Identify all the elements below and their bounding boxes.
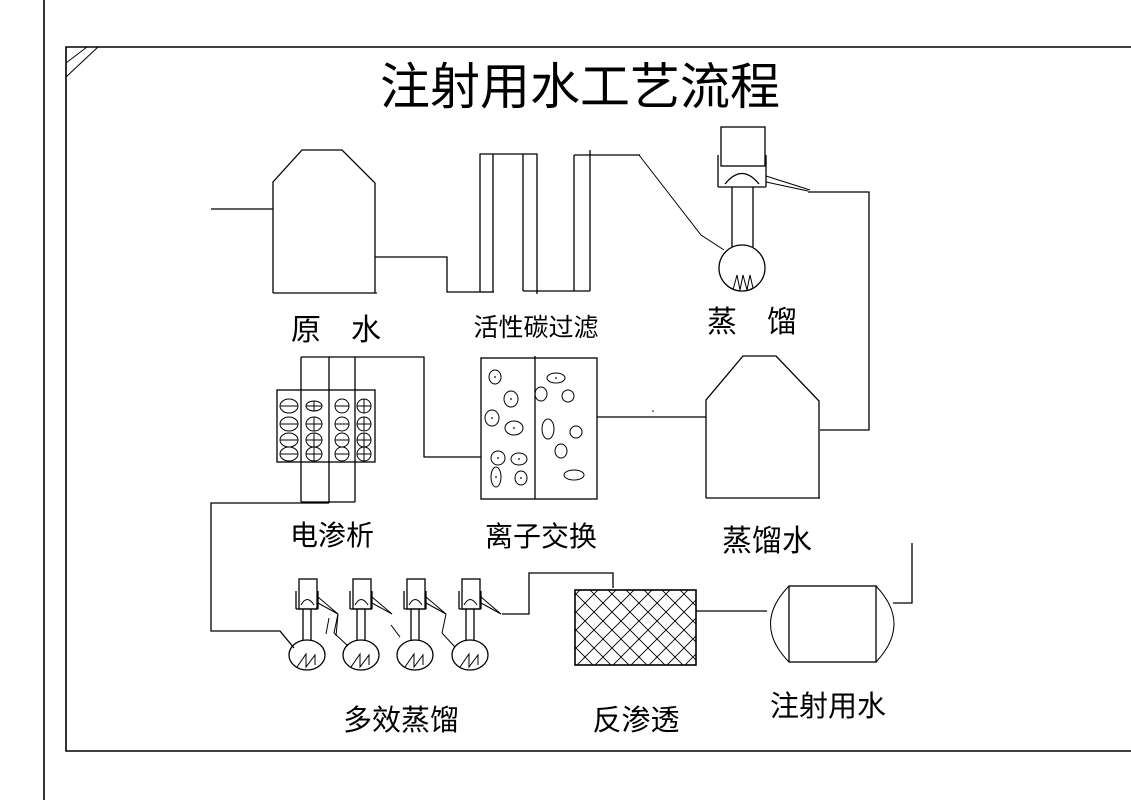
vapor-line bbox=[325, 617, 330, 635]
resin-bead-icon bbox=[484, 409, 500, 427]
resin-bead-icon bbox=[534, 386, 548, 402]
pipe-raw-to-carbon bbox=[375, 256, 480, 293]
vapor-line bbox=[333, 613, 349, 647]
resin-bead-icon bbox=[510, 452, 528, 466]
label-activated-carbon-filter: 活性碳过滤 bbox=[473, 313, 598, 342]
carbon-filter-columns-icon bbox=[479, 150, 640, 294]
resin-bead-icon bbox=[541, 418, 555, 440]
anion-icon bbox=[279, 432, 299, 448]
resin-bead-icon bbox=[554, 443, 568, 459]
label-ion-exchange: 离子交换 bbox=[485, 520, 597, 553]
resin-bead-icon bbox=[490, 450, 506, 466]
cation-icon bbox=[356, 432, 372, 448]
anion-icon bbox=[279, 416, 299, 432]
pipe-wfi-outlet bbox=[893, 543, 913, 604]
diagram-title: 注射用水工艺流程 bbox=[380, 58, 780, 116]
resin-bead-icon bbox=[546, 372, 566, 384]
pipe-multi-effect-to-ro bbox=[502, 572, 614, 615]
resin-bead-icon bbox=[503, 390, 519, 408]
resin-bead-icon bbox=[514, 470, 528, 486]
cation-icon bbox=[356, 398, 372, 414]
resin-bead-icon bbox=[561, 389, 575, 403]
pipe-ed-to-multi-effect bbox=[210, 502, 329, 649]
label-distilled-water: 蒸馏水 bbox=[722, 524, 812, 559]
ion-exchange-column-icon bbox=[480, 356, 598, 500]
raw-water-tank-icon bbox=[211, 149, 377, 294]
cation-icon bbox=[356, 416, 372, 432]
multi-effect-still-icon bbox=[288, 578, 502, 671]
vapor-line bbox=[441, 613, 456, 648]
stray-dot bbox=[652, 410, 654, 412]
still-unit-icon bbox=[342, 578, 393, 671]
resin-bead-icon bbox=[569, 425, 583, 439]
electrodialysis-cell-icon bbox=[276, 356, 376, 503]
ro-membrane-icon bbox=[574, 589, 697, 666]
cation-icon bbox=[305, 432, 323, 448]
resin-bead-icon bbox=[490, 466, 502, 488]
resin-bead-icon bbox=[488, 369, 502, 385]
anion-icon bbox=[334, 432, 350, 448]
pipe-ed-to-ion-exchange bbox=[355, 356, 481, 458]
resin-bead-icon bbox=[563, 469, 585, 481]
anion-icon bbox=[279, 446, 299, 462]
label-reverse-osmosis: 反渗透 bbox=[592, 703, 679, 737]
cation-icon bbox=[356, 446, 372, 462]
label-electrodialysis: 电渗析 bbox=[290, 519, 374, 552]
cation-icon bbox=[305, 400, 323, 412]
anion-icon bbox=[334, 416, 350, 432]
distilled-water-tank-icon bbox=[705, 355, 820, 499]
corner-hatch bbox=[65, 46, 99, 78]
cation-icon bbox=[305, 446, 323, 462]
still-icon bbox=[717, 126, 811, 292]
anion-icon bbox=[334, 446, 350, 462]
still-unit-icon bbox=[396, 578, 447, 671]
label-raw-water: 原 水 bbox=[291, 313, 381, 348]
anion-icon bbox=[279, 398, 299, 414]
label-water-for-injection: 注射用水 bbox=[770, 689, 886, 723]
cation-icon bbox=[305, 416, 323, 432]
vapor-line bbox=[390, 624, 401, 638]
still-unit-icon bbox=[288, 578, 339, 671]
label-multi-effect-distillation: 多效蒸馏 bbox=[343, 703, 459, 737]
label-distillation: 蒸 馏 bbox=[707, 305, 797, 340]
anion-icon bbox=[334, 398, 350, 414]
pipe-still-to-distilled-tank bbox=[808, 191, 870, 431]
pipe-carbon-to-still bbox=[638, 154, 725, 251]
wfi-horizontal-tank-icon bbox=[770, 585, 895, 663]
resin-bead-icon bbox=[504, 420, 524, 436]
still-unit-icon bbox=[451, 578, 502, 671]
drawing-border bbox=[65, 46, 1131, 752]
